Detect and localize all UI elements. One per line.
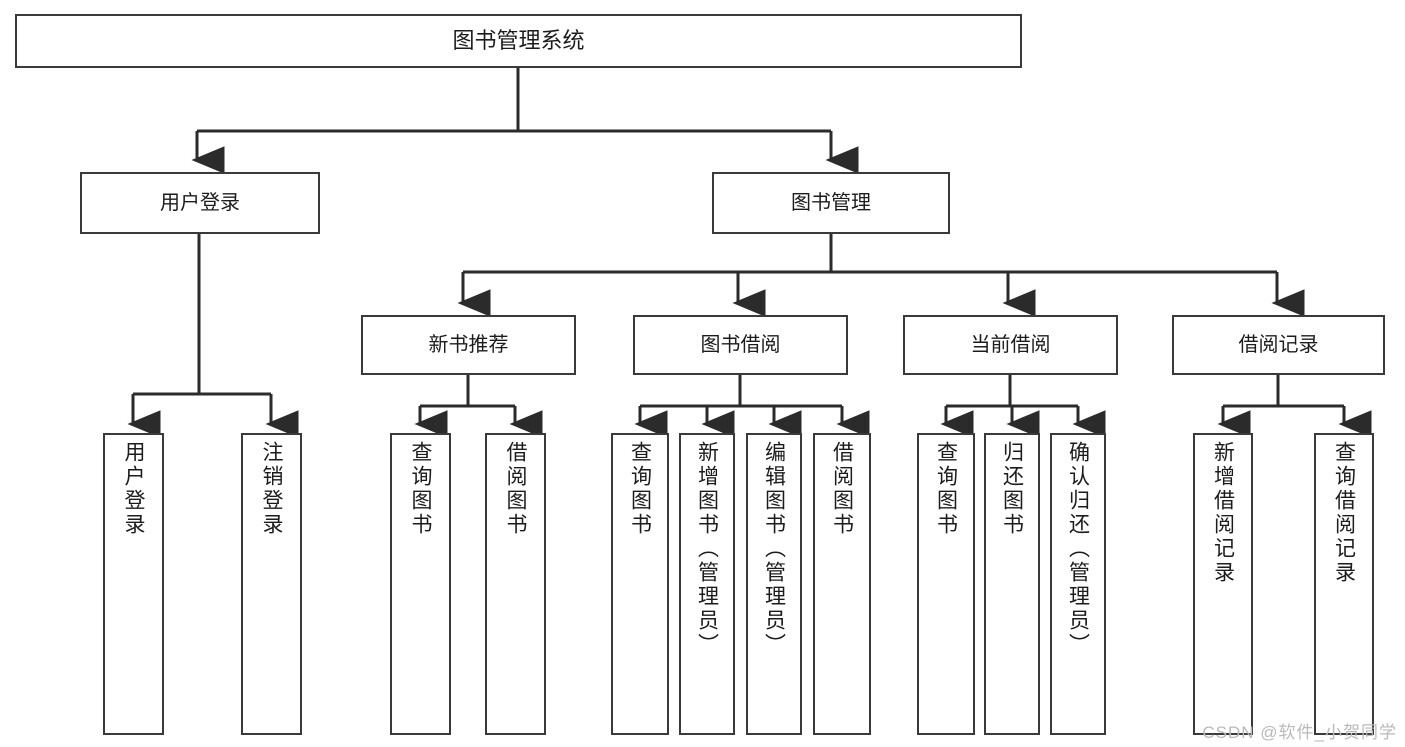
node-new-book-recommend-label: 新书推荐 — [428, 333, 509, 356]
leaf-newbook-query[interactable]: 查询图书 — [390, 433, 451, 735]
node-borrow-record[interactable]: 借阅记录 — [1172, 315, 1385, 375]
leaf-record-query-label: 查询借阅记录 — [1332, 441, 1356, 585]
node-book-management[interactable]: 图书管理 — [712, 172, 950, 234]
leaf-borrow-edit-book-label: 编辑图书（管理员） — [762, 441, 786, 657]
leaf-current-query-label: 查询图书 — [934, 441, 958, 537]
leaf-newbook-borrow[interactable]: 借阅图书 — [485, 433, 546, 735]
node-user-login[interactable]: 用户登录 — [80, 172, 320, 234]
node-borrow-record-label: 借阅记录 — [1238, 333, 1319, 356]
leaf-record-query[interactable]: 查询借阅记录 — [1314, 433, 1374, 735]
leaf-user-login[interactable]: 用户登录 — [103, 433, 164, 735]
leaf-current-confirm-return[interactable]: 确认归还（管理员） — [1050, 433, 1106, 735]
leaf-user-login-label: 用户登录 — [122, 441, 145, 537]
leaf-user-logout-label: 注销登录 — [260, 441, 283, 537]
leaf-borrow-lend-book[interactable]: 借阅图书 — [813, 433, 871, 735]
leaf-borrow-query[interactable]: 查询图书 — [611, 433, 669, 735]
leaf-borrow-query-label: 查询图书 — [628, 441, 652, 537]
leaf-borrow-add-book-label: 新增图书（管理员） — [695, 441, 719, 657]
node-new-book-recommend[interactable]: 新书推荐 — [361, 315, 576, 375]
leaf-borrow-edit-book[interactable]: 编辑图书（管理员） — [746, 433, 802, 735]
node-book-borrow[interactable]: 图书借阅 — [633, 315, 848, 375]
leaf-current-return[interactable]: 归还图书 — [984, 433, 1040, 735]
leaf-borrow-add-book[interactable]: 新增图书（管理员） — [679, 433, 735, 735]
leaf-record-add-label: 新增借阅记录 — [1211, 441, 1235, 585]
leaf-record-add[interactable]: 新增借阅记录 — [1193, 433, 1253, 735]
node-book-borrow-label: 图书借阅 — [700, 333, 781, 356]
node-user-login-label: 用户登录 — [160, 191, 240, 214]
node-book-management-label: 图书管理 — [791, 191, 871, 214]
leaf-newbook-query-label: 查询图书 — [409, 441, 432, 537]
leaf-borrow-lend-book-label: 借阅图书 — [830, 441, 854, 537]
leaf-newbook-borrow-label: 借阅图书 — [504, 441, 527, 537]
node-root-label: 图书管理系统 — [452, 27, 585, 53]
leaf-user-logout[interactable]: 注销登录 — [241, 433, 302, 735]
leaf-current-query[interactable]: 查询图书 — [917, 433, 975, 735]
node-root[interactable]: 图书管理系统 — [15, 14, 1022, 68]
node-current-borrow-label: 当前借阅 — [970, 333, 1051, 356]
leaf-current-confirm-return-label: 确认归还（管理员） — [1066, 441, 1090, 657]
node-current-borrow[interactable]: 当前借阅 — [903, 315, 1118, 375]
leaf-current-return-label: 归还图书 — [1000, 441, 1024, 537]
